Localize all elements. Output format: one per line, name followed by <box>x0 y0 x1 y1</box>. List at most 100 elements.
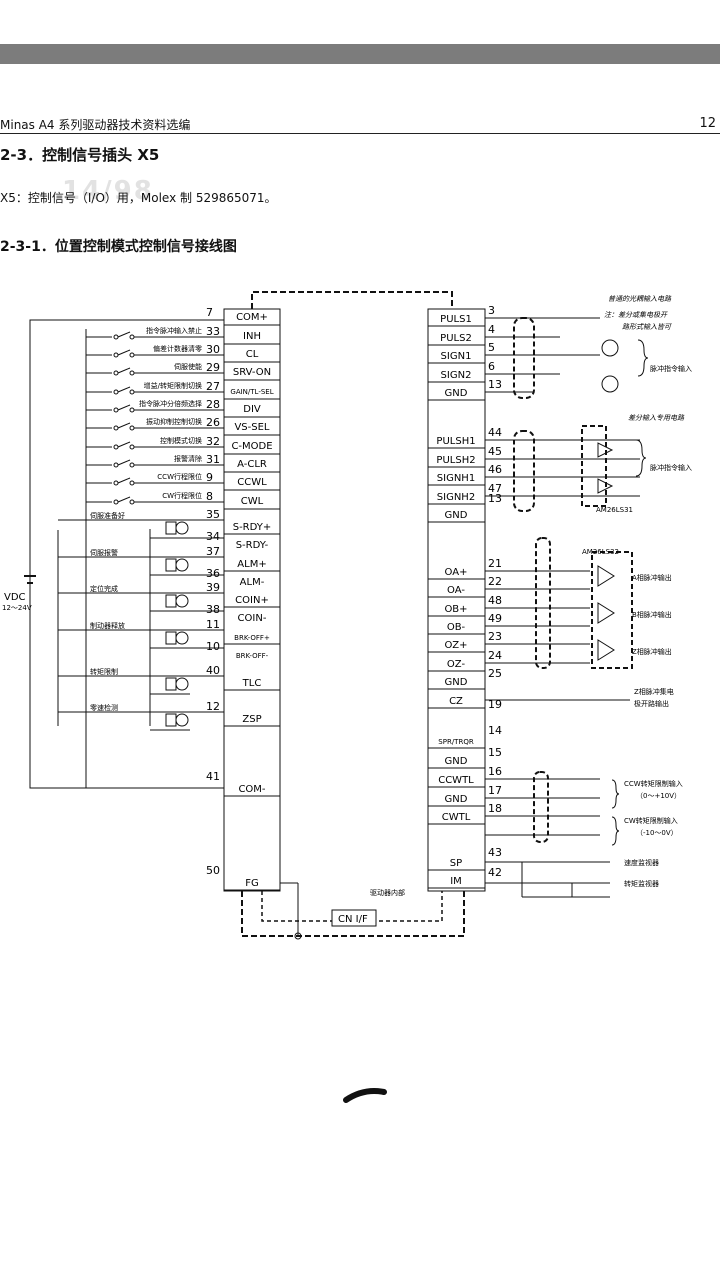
pin-number: 27 <box>206 380 220 393</box>
pin-number-minus: 34 <box>206 530 220 543</box>
pin-name: OZ+ <box>444 640 467 651</box>
pin-name: GND <box>445 388 468 399</box>
pin-name: PULSH2 <box>436 455 475 466</box>
pin-number-minus: 36 <box>206 567 220 580</box>
pin-number: 17 <box>488 784 502 797</box>
right-pin-cwtl-22: CWTL 18 <box>428 802 502 825</box>
pin-number: 42 <box>488 866 502 879</box>
pin-name: OA+ <box>445 567 468 578</box>
header-rule <box>0 133 720 134</box>
top-bar <box>0 44 720 64</box>
pin-name: GAIN/TL-SEL <box>230 388 273 396</box>
pin-name: ZSP <box>242 714 261 725</box>
pin-name: BRK-OFF+ <box>234 634 270 642</box>
pin-number: 18 <box>488 802 502 815</box>
pin-name: CCWTL <box>438 775 474 786</box>
inside-label: 驱动器内部 <box>370 888 405 897</box>
right-pin-ob--13: OB-49 <box>428 612 502 635</box>
pin-number: 11 <box>206 618 220 631</box>
pin-number: 24 <box>488 649 502 662</box>
diff-title: 差分输入专用电路 <box>628 414 685 422</box>
pin-name: OZ- <box>447 659 466 670</box>
pin-number: 5 <box>488 341 495 354</box>
pin-number: 7 <box>206 306 213 319</box>
right-pin-gnd-21: GND 17 <box>428 784 502 807</box>
right-pin-oa--10: OA+21 <box>428 557 502 580</box>
wiring-diagram: CN I/F 驱动器内部 VDC 12～24V 普通的光耦输入电路 注：差分或集… <box>2 291 692 940</box>
pin-number: 43 <box>488 846 502 859</box>
pin-number: 4 <box>488 323 495 336</box>
pin-number-minus: 10 <box>206 640 220 653</box>
output-desc: 伺服准备好 <box>90 511 125 520</box>
cw-tl-1: CW转矩限制输入 <box>624 816 678 825</box>
pin-name-minus: S-RDY- <box>236 540 269 551</box>
pin-number: 28 <box>206 398 220 411</box>
pin-name-minus: COIN- <box>238 613 267 624</box>
pin-number: 44 <box>488 426 502 439</box>
opto-note2: 路形式输入皆可 <box>622 323 672 331</box>
a-phase-out: A相脉冲输出 <box>632 573 672 582</box>
pin-name: SIGN1 <box>441 351 472 362</box>
pin-number: 9 <box>206 471 213 484</box>
pin-number: 12 <box>206 700 220 713</box>
speed-monitor: 速度监视器 <box>624 858 659 867</box>
pin-number: 33 <box>206 325 220 338</box>
pin-name-minus: ALM- <box>240 577 265 588</box>
pin-number: 50 <box>206 864 220 877</box>
pin-number: 37 <box>206 545 220 558</box>
pin-name: GND <box>445 794 468 805</box>
pin-desc: 报警清除 <box>174 454 202 463</box>
pin-number: 39 <box>206 581 220 594</box>
pin-name: A-CLR <box>237 459 267 470</box>
pin-desc: 指令脉冲分倍频选择 <box>139 399 202 408</box>
pulse-cmd-input-2: 脉冲指令输入 <box>650 463 692 472</box>
pin-name: SIGNH2 <box>437 492 475 503</box>
pin-name: GND <box>445 677 468 688</box>
pin-desc: 伺服使能 <box>174 362 202 371</box>
pin-name: SIGN2 <box>441 370 472 381</box>
pin-name: CCWL <box>237 477 267 488</box>
page-number: 12 <box>699 116 716 131</box>
pin-name: COM- <box>238 784 265 795</box>
subsection-title: 2-3-1．位置控制模式控制信号接线图 <box>0 239 237 255</box>
pin-name: GND <box>445 756 468 767</box>
cz-out-1: Z相脉冲集电 <box>634 687 674 696</box>
pin-desc: 偏差计数器清零 <box>153 344 202 353</box>
pin-name: OB- <box>447 622 466 633</box>
pin-name: CWTL <box>442 812 471 823</box>
pin-number: 14 <box>488 724 502 737</box>
pin-name: COM+ <box>236 312 268 323</box>
right-pin-oz--14: OZ+23 <box>428 630 502 653</box>
pin-number: 40 <box>206 664 220 677</box>
pulse-cmd-input: 脉冲指令输入 <box>650 364 692 373</box>
pin-desc: CCW行程限位 <box>157 472 202 481</box>
pin-number: 8 <box>206 490 213 503</box>
pin-name: SRV-ON <box>233 367 271 378</box>
pen-stroke <box>343 1088 387 1103</box>
pin-name: PULS1 <box>440 314 472 325</box>
pin-number: 30 <box>206 343 220 356</box>
pin-name: SPR/TRQR <box>438 738 474 746</box>
output-desc: 转矩限制 <box>90 667 118 676</box>
pin-number: 13 <box>488 378 502 391</box>
pin-name: SIGNH1 <box>437 473 475 484</box>
cn-if-box <box>331 909 377 927</box>
